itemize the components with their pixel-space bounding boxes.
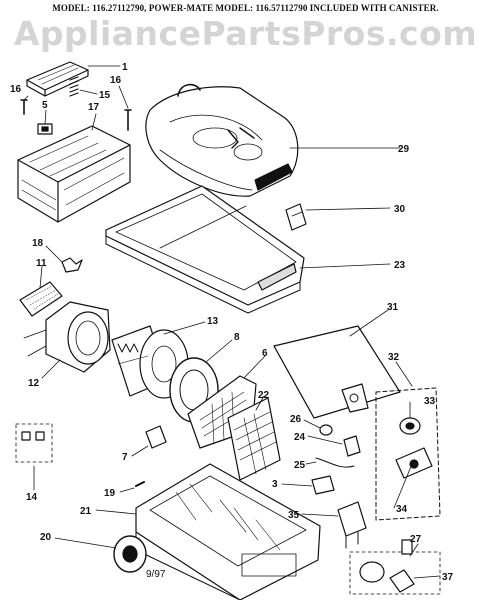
watermark: AppliancePartsPros.com (13, 14, 478, 53)
callout-22: 22 (258, 390, 270, 401)
part-20-wheel (113, 535, 147, 573)
callout-15: 15 (99, 90, 111, 101)
part-16-screw-left (20, 99, 28, 115)
part-32-bag-holder (375, 387, 441, 521)
callout-24: 24 (294, 432, 306, 443)
callout-16b: 16 (110, 75, 122, 86)
part-15-spring (69, 76, 79, 97)
part-16-screw-right (124, 109, 132, 131)
callout-3: 3 (272, 479, 278, 490)
part-18-bracket (61, 257, 83, 273)
callout-12: 12 (28, 378, 40, 389)
part-17-cover (17, 125, 131, 223)
callout-17: 17 (88, 102, 100, 113)
leader-lines (23, 65, 441, 579)
part-29-upper-housing (145, 83, 299, 197)
callout-8: 8 (234, 332, 240, 343)
callout-20: 20 (40, 532, 52, 543)
callout-14: 14 (26, 492, 38, 503)
callout-7: 7 (122, 452, 128, 463)
part-12-motor-housing (23, 301, 111, 373)
callout-29: 29 (398, 144, 410, 155)
callout-6: 6 (262, 348, 268, 359)
part-25-wire (315, 457, 355, 468)
callout-27: 27 (410, 534, 422, 545)
callout-16a: 16 (10, 84, 22, 95)
callout-13: 13 (207, 316, 219, 327)
part-7-clip (145, 425, 167, 449)
part-31-bag (273, 325, 401, 419)
part-35-terminal (337, 501, 367, 549)
callout-18: 18 (32, 238, 44, 249)
part-23-filter-frame (105, 185, 305, 314)
callout-26: 26 (290, 414, 302, 425)
callout-32: 32 (388, 352, 400, 363)
part-11-exhaust-filter (19, 281, 63, 317)
part-30-clip (285, 203, 307, 231)
callout-23: 23 (394, 260, 406, 271)
callout-21: 21 (80, 506, 92, 517)
part-27-group (349, 539, 441, 595)
callout-1: 1 (122, 62, 128, 73)
callout-35: 35 (288, 510, 300, 521)
part-1-handle (26, 61, 89, 97)
callout-25: 25 (294, 460, 306, 471)
part-13-motor (111, 325, 189, 399)
callout-31: 31 (387, 302, 399, 313)
part-14-fasteners (15, 423, 53, 463)
callout-33: 33 (424, 396, 436, 407)
callout-5: 5 (42, 100, 48, 111)
callout-30: 30 (394, 204, 406, 215)
diagram-header: MODEL: 116.27112790, POWER-MATE MODEL: 1… (52, 3, 439, 13)
date-code: 9/97 (146, 569, 166, 580)
callout-labels: 1 16 16 15 5 17 29 30 23 18 11 13 8 6 31… (10, 62, 454, 583)
part-22-grille-insert (227, 397, 281, 481)
callout-37: 37 (442, 572, 454, 583)
part-3-switch (311, 475, 335, 495)
callout-19: 19 (104, 488, 116, 499)
part-19-screw (135, 481, 145, 487)
callout-11: 11 (36, 258, 47, 269)
part-5-latch (37, 123, 53, 135)
part-24-socket (343, 435, 361, 457)
part-26-bulb (319, 424, 333, 436)
callout-34: 34 (396, 504, 408, 515)
